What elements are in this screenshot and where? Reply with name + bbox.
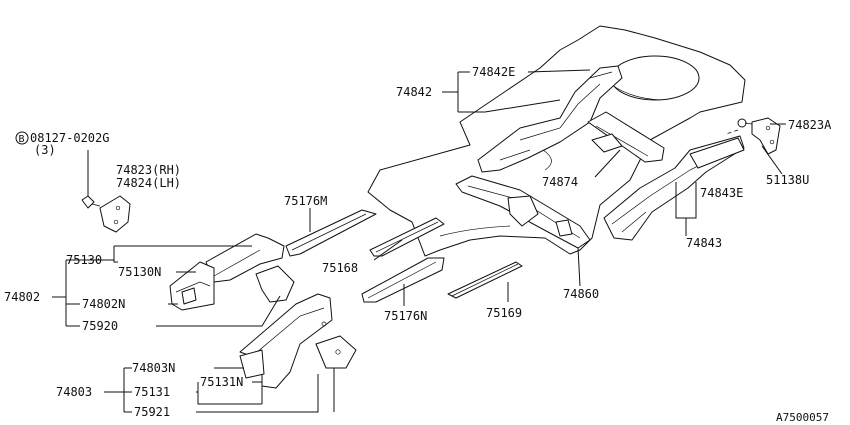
part-74823A-bracket (725, 117, 781, 155)
label-75921: 75921 (134, 405, 170, 419)
label-74802: 74802 (4, 290, 40, 304)
label-74842: 74842 (396, 85, 432, 99)
label-74803: 74803 (56, 385, 92, 399)
label-75130: 75130 (66, 253, 102, 267)
part-75176M-rail (285, 209, 377, 257)
part-74860-cross-member (455, 175, 591, 249)
part-labels: 74842E 74842 74823A 51138U 74874 74843E … (4, 65, 832, 424)
bolt-circle-marker (15, 131, 29, 145)
part-75169-rail (447, 261, 523, 299)
part-74802-assembly (169, 233, 295, 311)
label-75920: 75920 (82, 319, 118, 333)
label-74824LH: 74824(LH) (116, 176, 181, 190)
label-bolt-qty: (3) (34, 143, 56, 157)
diagram-code: A7500057 (776, 411, 829, 424)
label-74842E: 74842E (472, 65, 515, 79)
label-74803N: 74803N (132, 361, 175, 375)
label-74874: 74874 (542, 175, 578, 189)
label-75176M: 75176M (284, 194, 327, 208)
part-74803-assembly (239, 293, 357, 389)
label-75131: 75131 (134, 385, 170, 399)
label-51138U: 51138U (766, 173, 809, 187)
part-74842-rear-member (477, 65, 623, 173)
part-74823-bracket (15, 131, 131, 233)
part-75168-rail (369, 217, 445, 257)
label-74823RH: 74823(RH) (116, 163, 181, 177)
label-74843E: 74843E (700, 186, 743, 200)
label-75131N: 75131N (200, 375, 243, 389)
label-74843: 74843 (686, 236, 722, 250)
part-74843-side-member (603, 135, 745, 241)
label-74802N: 74802N (82, 297, 125, 311)
label-bolt-code: 08127-0202G (30, 131, 109, 145)
label-74860: 74860 (563, 287, 599, 301)
label-75130N: 75130N (118, 265, 161, 279)
label-74823A: 74823A (788, 118, 832, 132)
label-75176N: 75176N (384, 309, 427, 323)
label-75169: 75169 (486, 306, 522, 320)
label-75168: 75168 (322, 261, 358, 275)
part-75176N-rail (361, 257, 445, 303)
bolt-circle-letter: B (19, 134, 25, 145)
leader-lines (52, 69, 786, 413)
part-74874-cross-member (587, 111, 665, 163)
